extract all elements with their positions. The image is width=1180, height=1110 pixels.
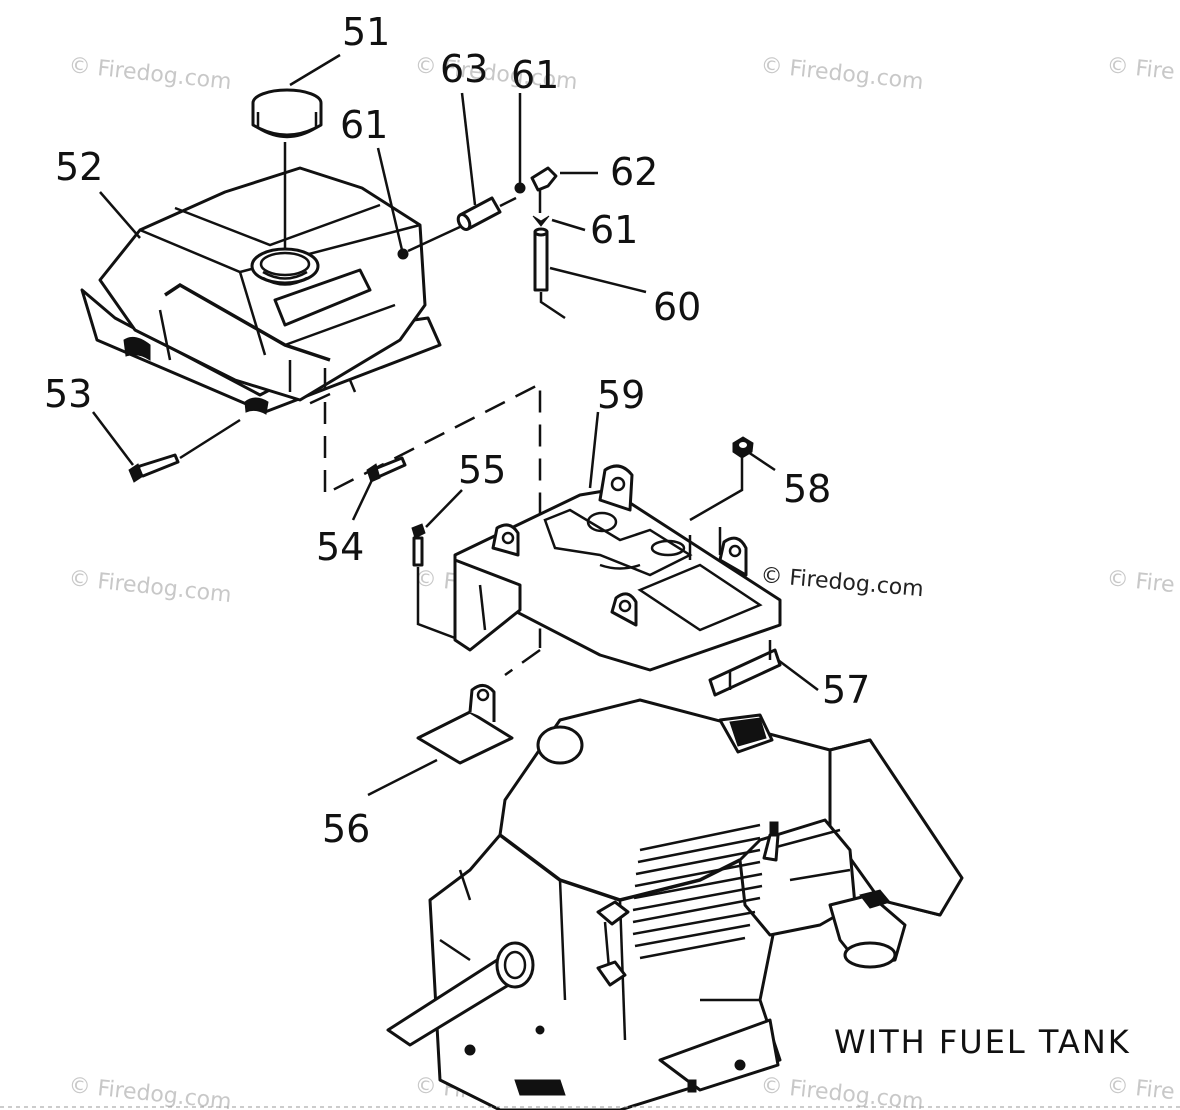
watermark: © Firedog.com	[67, 566, 232, 608]
watermark-dark: © Firedog.com	[759, 563, 924, 602]
callout-61-left: 61	[340, 103, 388, 147]
callout-51: 51	[342, 10, 390, 54]
leader-lines	[92, 53, 819, 797]
watermark: © Firedog.com	[759, 53, 924, 95]
callout-52: 52	[55, 145, 103, 189]
assembly-lines	[299, 368, 542, 677]
callout-56: 56	[322, 807, 370, 851]
callout-58: 58	[783, 467, 831, 511]
callout-62: 62	[610, 150, 658, 194]
watermark: © Fire	[1105, 566, 1176, 598]
callout-57: 57	[822, 668, 870, 712]
fuel-tank	[80, 142, 442, 415]
fuel-cap	[251, 88, 323, 139]
callout-53: 53	[44, 372, 92, 416]
fuel-line-parts	[397, 166, 566, 320]
callout-55: 55	[458, 448, 506, 492]
callout-63: 63	[440, 47, 488, 91]
callout-59: 59	[597, 373, 645, 417]
mounting-bracket	[453, 464, 782, 697]
shield-plate	[416, 684, 514, 765]
diagram-caption: WITH FUEL TANK	[834, 1023, 1131, 1061]
callout-54: 54	[316, 525, 364, 569]
callout-labels: 51 52 53 54 55 56 57 58 59 60 61 61 61 6…	[44, 10, 870, 851]
engine	[386, 698, 964, 1110]
watermark: © Fire	[1105, 53, 1176, 85]
watermark: © Firedog.com	[67, 1073, 232, 1110]
watermark: © Firedog.com	[67, 53, 232, 95]
watermark: © Firedog.com	[759, 1073, 924, 1110]
callout-61-top: 61	[511, 53, 559, 97]
callout-60: 60	[653, 285, 701, 329]
watermark: © Fire	[1105, 1073, 1176, 1105]
callout-61-right: 61	[590, 208, 638, 252]
